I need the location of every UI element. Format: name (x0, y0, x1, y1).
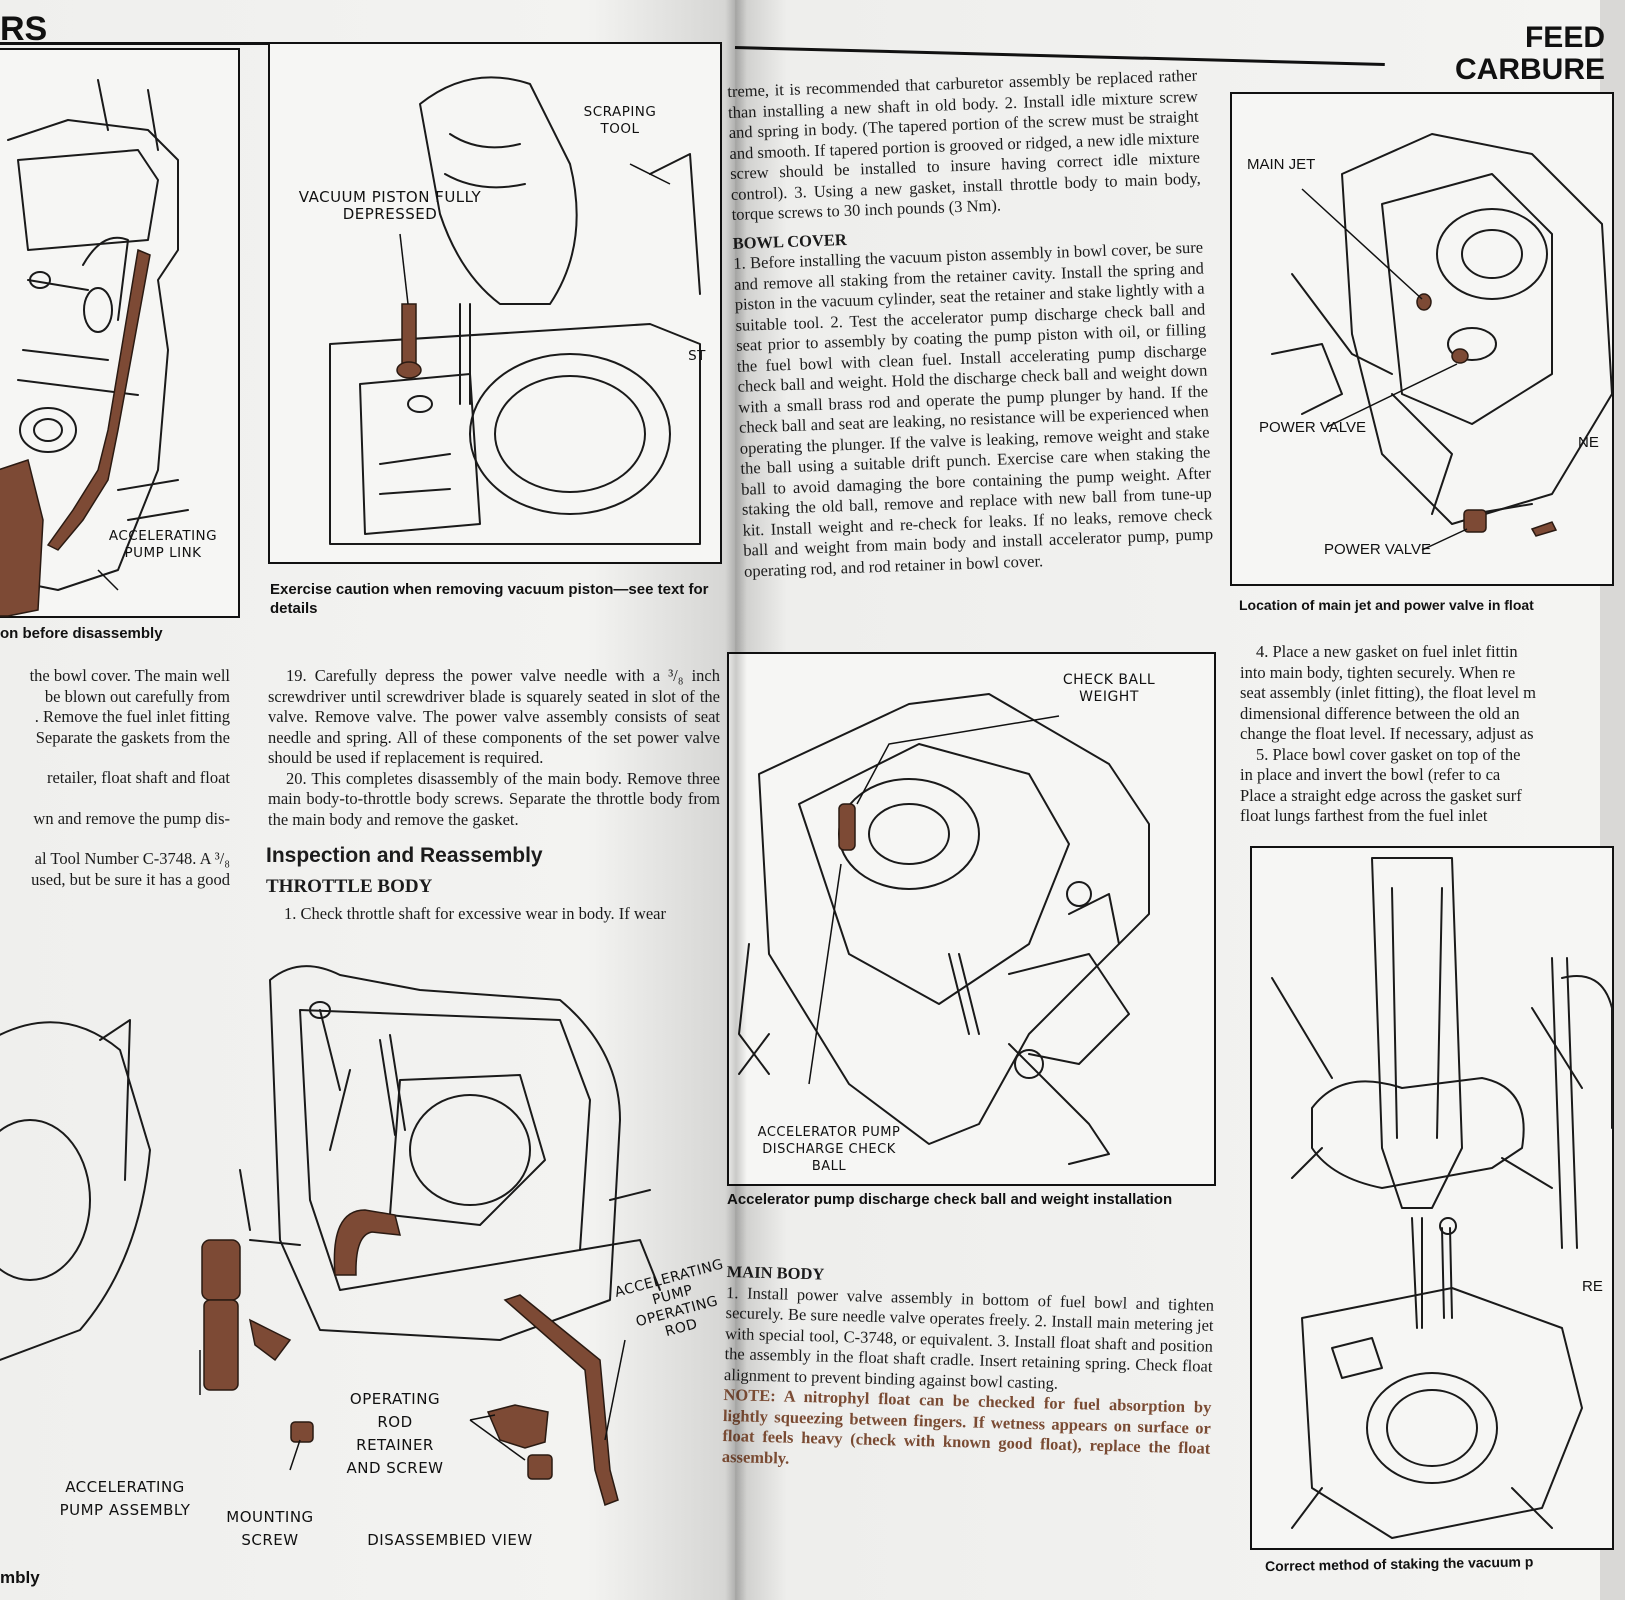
bowl-cover-paragraph: 1. Before installing the vacuum piston a… (733, 237, 1214, 581)
figure-main-jet: MAIN JET POWER VALVE POWER VALVE NE (1230, 92, 1614, 586)
staking-illustration (1271, 857, 1613, 1539)
col-a-line: retailer, float shaft and float (46, 768, 230, 787)
main-body-paragraph: 1. Install power valve assembly in botto… (723, 1282, 1215, 1393)
col-d-line: Place a straight edge across the gasket … (1240, 785, 1522, 805)
col-d-line: 4. Place a new gasket on fuel inlet fitt… (1256, 642, 1518, 661)
paragraph-19: 19. Carefully depress the power valve ne… (268, 666, 720, 767)
right-top-paragraph: treme, it is recommended that carburetor… (727, 65, 1201, 224)
col-d-line: into main body, tighten securely. When r… (1240, 662, 1516, 682)
label-check-ball-weight: CHECK BALL WEIGHT (1062, 672, 1156, 705)
right-top-text: treme, it is recommended that carburetor… (727, 66, 1214, 582)
col-d-line: 5. Place bowl cover gasket on top of the (1256, 744, 1521, 764)
col-d-line: float lungs farthest from the fuel inlet (1240, 806, 1488, 825)
book-gutter-shadow (725, 0, 747, 1600)
label-accelerating-pump-assembly: ACCELERATING PUMP ASSEMBLY (59, 1478, 191, 1519)
main-body-section: MAIN BODY 1. Install power valve assembl… (722, 1262, 1215, 1480)
column-d-text: 4. Place a new gasket on fuel inlet fitt… (1240, 642, 1620, 827)
figure-4-caption: Accelerator pump discharge check ball an… (727, 1191, 1173, 1208)
figure-2-caption: Exercise caution when removing vacuum pi… (270, 581, 709, 617)
figure-carburetor-link: ACCELERATING PUMP LINK (0, 48, 240, 618)
label-power-valve: POWER VALVE (1259, 419, 1366, 436)
col-a-line: be blown out carefully from (44, 686, 230, 706)
col-a-line: wn and remove the pump dis- (33, 808, 230, 828)
figure-1-caption: on before disassembly (0, 625, 163, 642)
label-disassembled-view: DISASSEMBIED VIEW (367, 1531, 533, 1549)
col-d-line: change the float level. If necessary, ad… (1240, 724, 1534, 743)
label-main-jet: MAIN JET (1247, 156, 1316, 173)
col-d-line: in place and invert the bowl (refer to c… (1240, 765, 1501, 784)
right-header: FEED CARBURE (1455, 21, 1605, 86)
label-edge-ne: NE (1578, 434, 1599, 451)
left-page: RS ACCELERATING PUMP LINK on before disa… (0, 0, 735, 1600)
figure-check-ball: CHECK BALL WEIGHT ACCELERATOR PUMP DISCH… (727, 652, 1216, 1186)
col-a-line: . Remove the fuel inlet fitting (34, 707, 230, 726)
nitrophyl-note: NOTE: A nitrophyl float can be checked f… (721, 1384, 1212, 1468)
col-a-line: al Tool Number C-3748. A ³/₈ (34, 849, 230, 868)
label-scraping-tool: SCRAPING TOOL (583, 104, 657, 137)
label-vacuum-piston: VACUUM PISTON FULLY DEPRESSED (298, 188, 482, 223)
col-a-line: used, but be sure it has a good (31, 869, 230, 889)
label-edge-fragment: ST (688, 348, 706, 364)
right-page: FEED CARBURE treme, it is recommended th… (722, 0, 1614, 1600)
left-footer: mbly (0, 1568, 40, 1587)
heading-inspection: Inspection and Reassembly (266, 844, 543, 867)
label-power-valve-2: POWER VALVE (1324, 541, 1431, 558)
label-operating-rod-retainer: OPERATING ROD RETAINER AND SCREW (346, 1390, 444, 1477)
carburetor-link-illustration (0, 79, 189, 617)
figure-staking-vacuum: RE (1250, 846, 1614, 1550)
paragraph-throttle-1: 1. Check throttle shaft for excessive we… (284, 904, 666, 923)
col-d-line: dimensional difference between the old a… (1240, 703, 1520, 723)
col-d-line: seat assembly (inlet fitting), the float… (1240, 683, 1537, 702)
right-header-rule (734, 46, 1385, 67)
figure-vacuum-piston: SCRAPING TOOL VACUUM PISTON FULLY DEPRES… (268, 42, 722, 564)
vacuum-piston-illustration (329, 76, 701, 545)
col-a-line: the bowl cover. The main well (29, 666, 230, 685)
subheading-throttle-body: THROTTLE BODY (266, 876, 433, 897)
label-mounting-screw: MOUNTING SCREW (226, 1508, 314, 1549)
main-jet-illustration (1271, 133, 1613, 551)
paragraph-20: 20. This completes disassembly of the ma… (268, 768, 720, 829)
label-edge-re: RE (1582, 1278, 1603, 1295)
disassembled-view-illustration (0, 965, 661, 1506)
figure-6-caption: Correct method of staking the vacuum p (1264, 1553, 1534, 1575)
label-discharge-check-ball: ACCELERATOR PUMP DISCHARGE CHECK BALL (757, 1125, 901, 1174)
column-a-text: the bowl cover. The main well be blown o… (0, 666, 230, 890)
column-b-text: 19. Carefully depress the power valve ne… (268, 666, 720, 830)
check-ball-illustration (738, 693, 1150, 1165)
figure-5-caption: Location of main jet and power valve in … (1239, 597, 1534, 613)
label-accelerating-pump-link: ACCELERATING PUMP LINK (108, 528, 218, 561)
col-a-line: Separate the gaskets from the (35, 727, 230, 747)
left-header: RS (0, 10, 48, 48)
